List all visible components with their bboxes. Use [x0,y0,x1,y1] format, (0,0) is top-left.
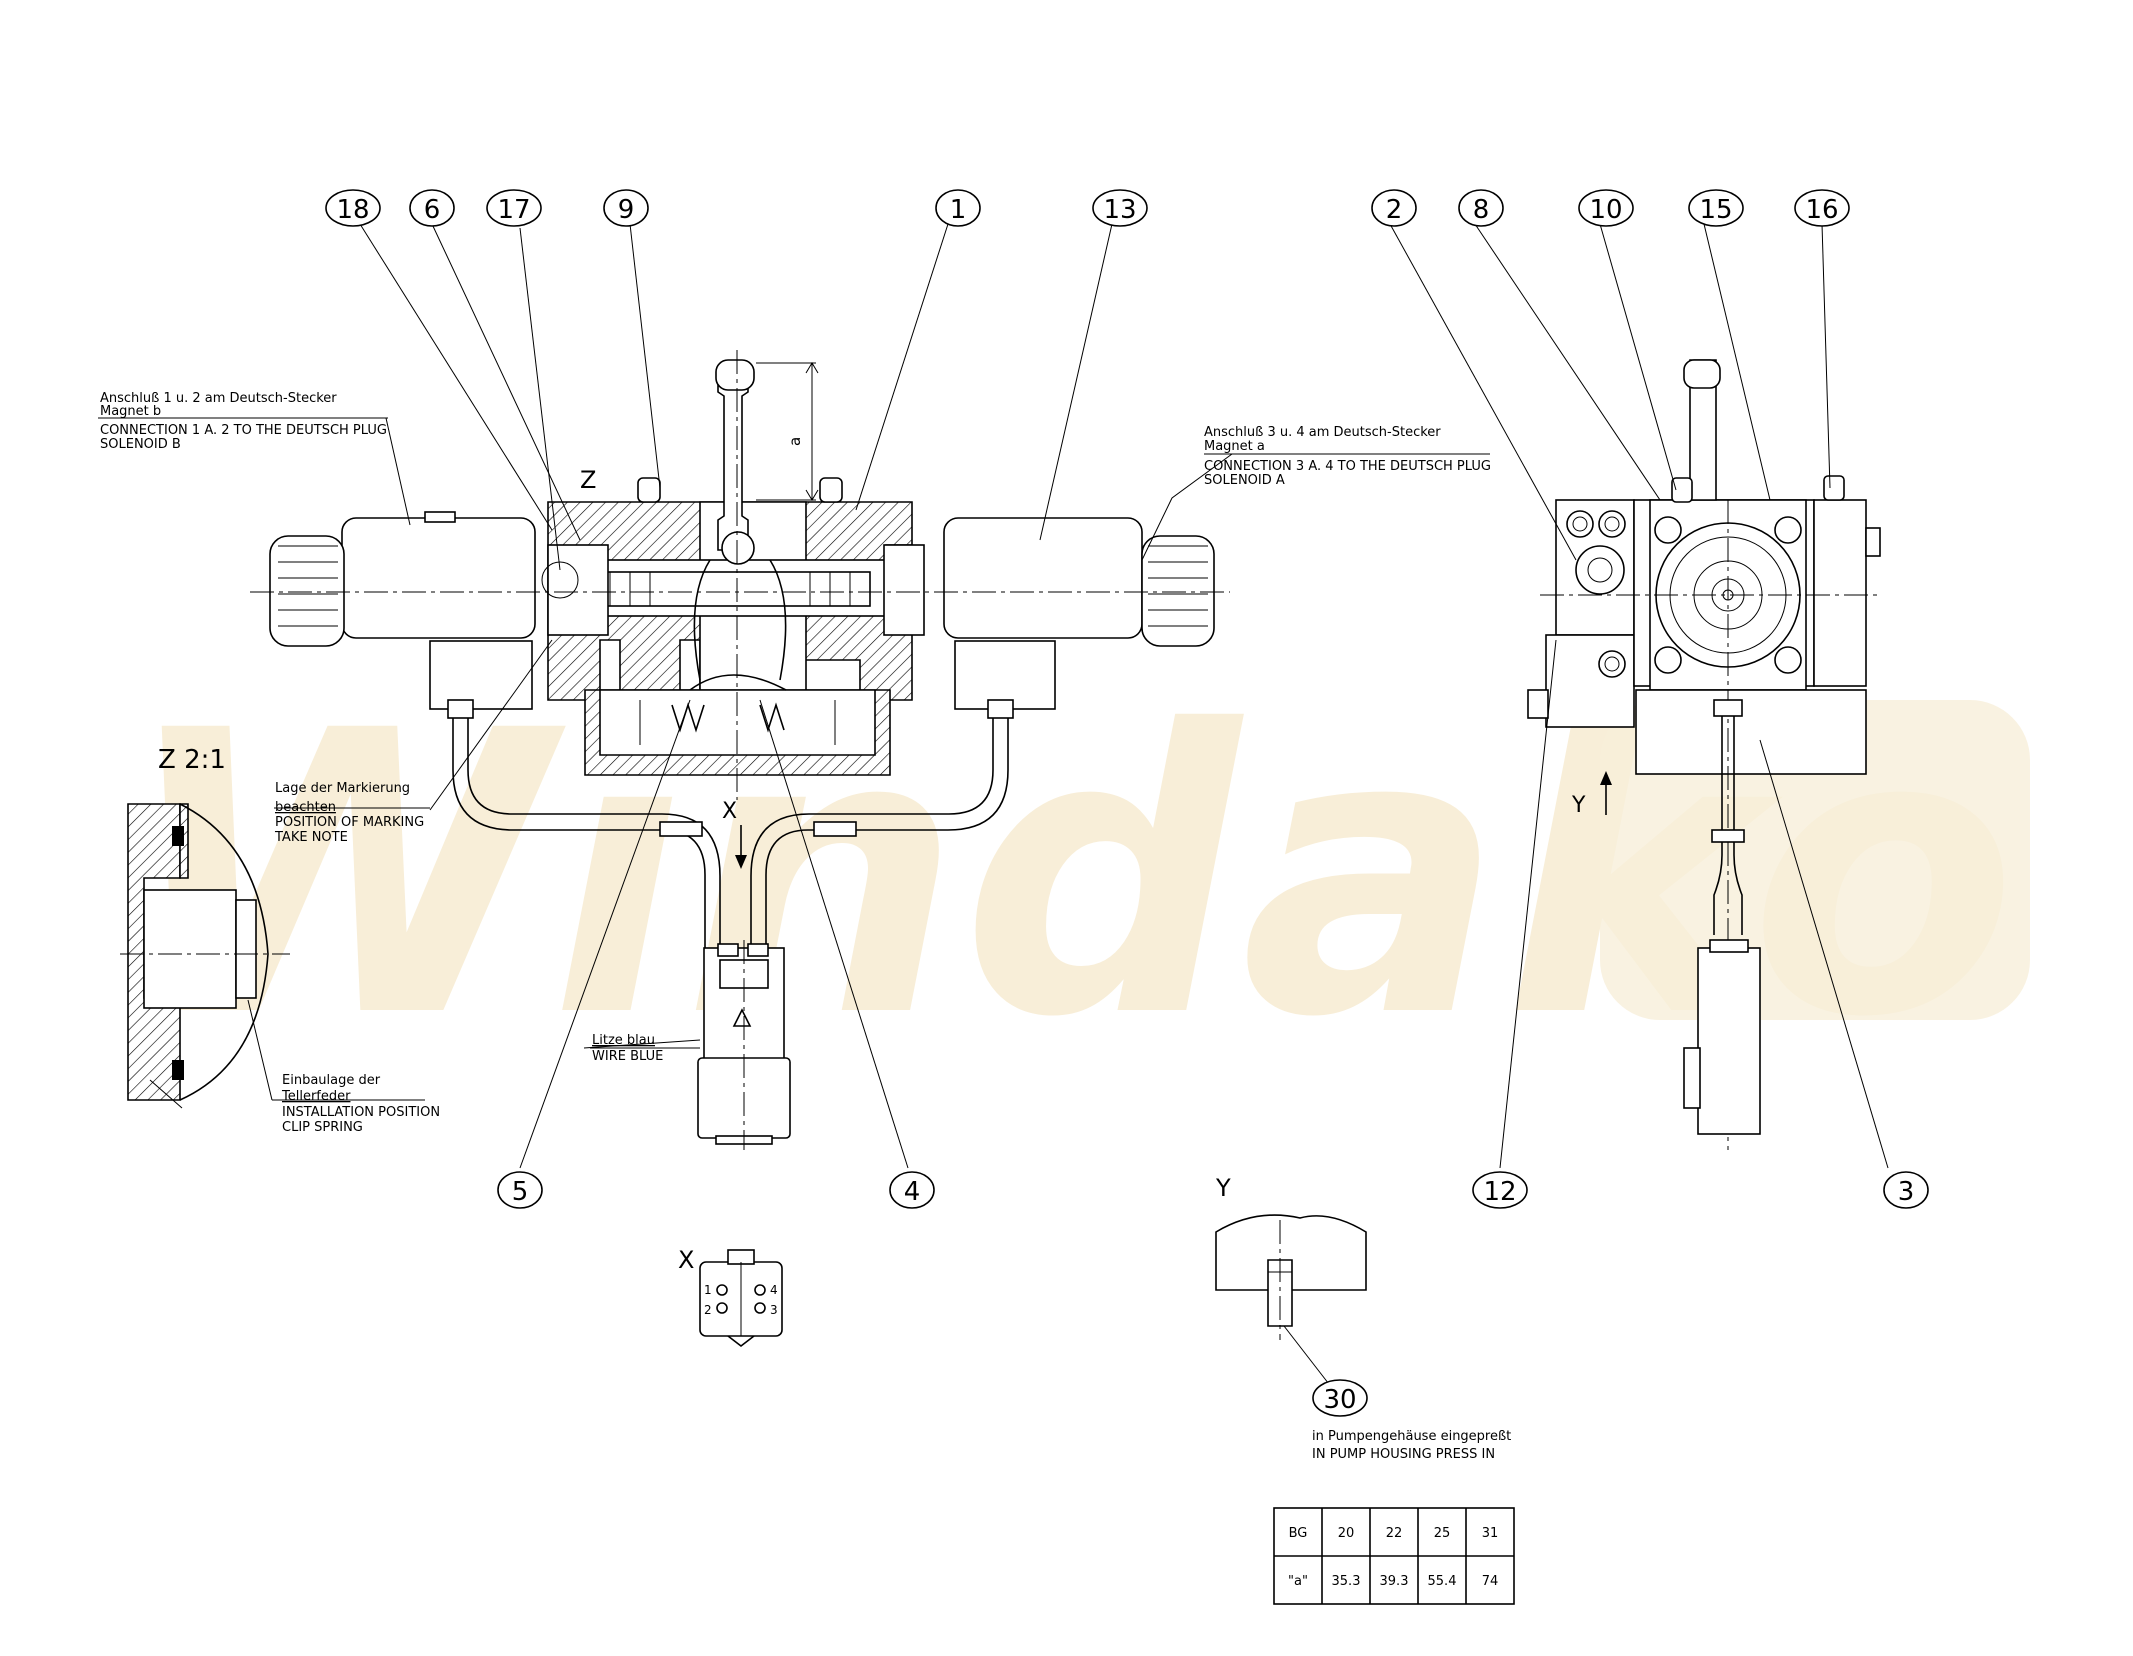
balloon-9: 9 [603,189,649,227]
table-header-22: 22 [1386,1526,1403,1541]
balloons: 18 6 17 9 1 13 2 8 10 15 16 5 4 12 3 30 [325,189,1929,1417]
svg-text:30: 30 [1323,1385,1356,1415]
note-conn12-de: Anschluß 1 u. 2 am Deutsch-Stecker [100,391,337,406]
detail-z-title: Z 2:1 [158,745,226,775]
note-marking-de2: beachten [275,800,336,815]
hand-lever [717,371,749,551]
watermark-badge [1600,700,2030,1020]
y-view-marker: Y [1571,793,1586,818]
svg-text:9: 9 [618,195,635,225]
note-conn12-de2: Magnet b [100,404,161,419]
note-clip-de2: Tellerfeder [281,1089,351,1104]
balloon-10: 10 [1578,189,1634,227]
table-header-20: 20 [1338,1526,1355,1541]
balloon-16: 16 [1794,189,1850,227]
table-header-25: 25 [1434,1526,1451,1541]
detail-y-title: Y [1215,1174,1231,1202]
balloon-2: 2 [1371,189,1417,227]
note-marking-de: Lage der Markierung [275,781,410,796]
table-cell-22: 39.3 [1380,1574,1409,1589]
balloon-3: 3 [1883,1171,1929,1209]
svg-text:3: 3 [1898,1177,1915,1207]
dim-a-label: a [786,437,804,446]
balloon-12: 12 [1472,1171,1528,1209]
pin-2: 2 [704,1303,712,1317]
main-valve-view: a Z X [250,350,1230,1150]
balloon-6: 6 [409,189,455,227]
table-cell-a: "a" [1288,1574,1308,1589]
note-wire-de: Litze blau [592,1033,655,1048]
balloon-17: 17 [486,189,542,227]
note-clip-en: INSTALLATION POSITION [282,1105,440,1120]
note-conn12-en: CONNECTION 1 A. 2 TO THE DEUTSCH PLUG [100,423,387,438]
svg-text:5: 5 [512,1177,529,1207]
svg-text:2: 2 [1386,195,1403,225]
note-wire-en: WIRE BLUE [592,1049,663,1064]
notes: Anschluß 1 u. 2 am Deutsch-Stecker Magne… [100,391,1511,1462]
note-rules [98,417,1490,1101]
svg-text:10: 10 [1589,195,1622,225]
balloon-13: 13 [1092,189,1148,227]
svg-text:15: 15 [1699,195,1732,225]
note-press-en: IN PUMP HOUSING PRESS IN [1312,1447,1495,1462]
table-cell-31: 74 [1482,1574,1499,1589]
svg-text:13: 13 [1103,195,1136,225]
svg-text:12: 12 [1483,1177,1516,1207]
detail-y: Y [1215,1174,1367,1389]
note-conn34-en2: SOLENOID A [1204,473,1285,488]
solenoid-a-connector [954,640,1056,710]
note-conn12-en2: SOLENOID B [100,437,181,452]
note-conn34-de2: Magnet a [1204,439,1265,454]
detail-x: X 1 2 3 4 [678,1246,783,1348]
svg-text:17: 17 [497,195,530,225]
balloon-30: 30 [1312,1379,1368,1417]
table-header-31: 31 [1482,1526,1499,1541]
z-view-marker: Z [580,466,596,494]
svg-text:8: 8 [1473,195,1490,225]
note-clip-de: Einbaulage der [282,1073,381,1088]
detail-z: Z 2:1 [120,745,290,1109]
solenoid-a-coil [943,517,1143,639]
pin-1: 1 [704,1283,712,1297]
solenoid-b-coil [341,517,536,639]
balloon-1: 1 [935,189,981,227]
side-view: Y [1527,359,1881,1150]
note-clip-en2: CLIP SPRING [282,1120,363,1135]
table-cell-20: 35.3 [1332,1574,1361,1589]
balloon-8: 8 [1458,189,1504,227]
x-view-marker: X [722,799,737,824]
note-conn34-de: Anschluß 3 u. 4 am Deutsch-Stecker [1204,425,1441,440]
table-cell-25: 55.4 [1428,1574,1457,1589]
svg-text:1: 1 [950,195,967,225]
wire-left [452,710,706,955]
spool [589,571,871,607]
svg-text:18: 18 [336,195,369,225]
pin-4: 4 [770,1283,778,1297]
pin-3: 3 [770,1303,778,1317]
note-marking-en: POSITION OF MARKING [275,815,424,830]
svg-text:16: 16 [1805,195,1838,225]
note-conn34-en: CONNECTION 3 A. 4 TO THE DEUTSCH PLUG [1204,459,1491,474]
solenoid-a-nut [1141,535,1215,647]
note-press-de: in Pumpengehäuse eingepreßt [1312,1429,1511,1444]
deutsch-plug [697,940,791,1150]
svg-text:6: 6 [424,195,441,225]
solenoid-b-nut [269,535,345,647]
balloon-4: 4 [889,1171,935,1209]
table-header-bg: BG [1289,1526,1308,1541]
wire-right [765,710,1009,955]
note-marking-en2: TAKE NOTE [274,830,348,845]
leader-lines [247,223,1889,1169]
side-plug [1697,947,1761,1135]
detail-x-title: X [678,1246,694,1274]
balloon-5: 5 [497,1171,543,1209]
balloon-18: 18 [325,189,381,227]
size-table: BG 20 22 25 31 "a" 35.3 39.3 55.4 74 [1273,1507,1515,1605]
solenoid-b-connector [429,640,533,710]
svg-text:4: 4 [904,1177,921,1207]
balloon-15: 15 [1688,189,1744,227]
